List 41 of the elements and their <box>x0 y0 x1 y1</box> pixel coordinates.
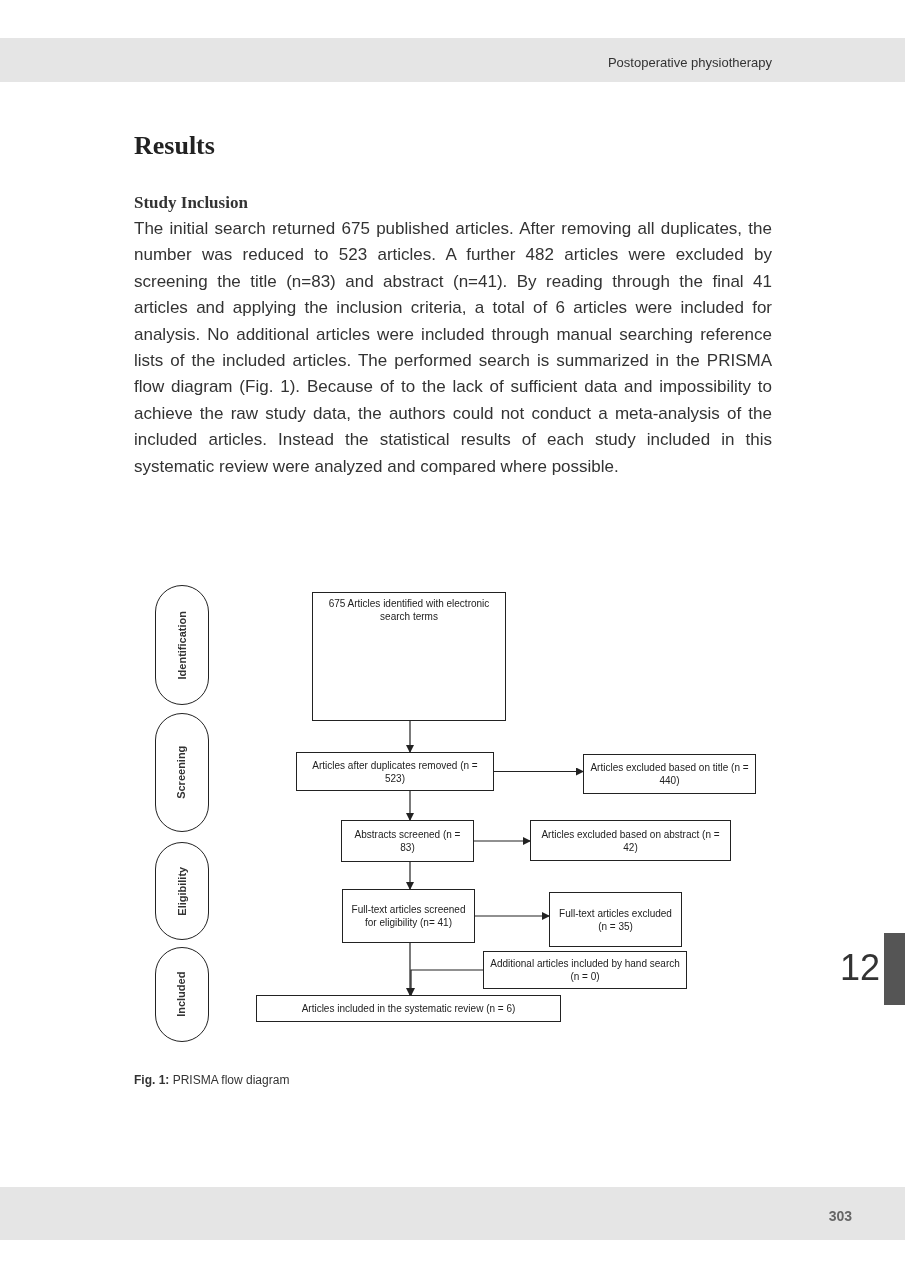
process-box <box>530 820 731 861</box>
body-paragraph: The initial search returned 675 published articles. After removing all duplicates, the number was reduced to 523 articles. A further 482 articles were excluded by screening the title (n=83) and abstract (n=41). By reading through the final 41 articles and applying the inclusion criteria, a total of 6 articles were included for analysis. No additional articles were included through manual searching reference lists of the included articles. The performed search is summarized in the PRISMA flow diagram (Fig. 1). Because of to the lack of sufficient data and impossibility to achieve the raw study data, the authors could not conduct a meta-analysis of the included articles. Instead the statistical results of each study included in this systematic review were analyzed and compared where possible. <box>134 218 772 478</box>
stage-label: Eligibility <box>174 866 189 916</box>
box-text: Additional articles included by hand search (n = 0) <box>489 957 681 983</box>
subsection-heading: Study Inclusion <box>134 192 248 214</box>
arrow <box>406 861 414 890</box>
arrow <box>473 837 531 845</box>
arrow <box>474 912 550 920</box>
figure-caption: Fig. 1: PRISMA flow diagram <box>134 1072 290 1089</box>
process-box <box>342 889 475 943</box>
process-box <box>312 592 506 721</box>
stage-pill <box>155 585 209 705</box>
box-text: Full-text articles screened for eligibility (n= 41) <box>350 903 467 929</box>
box-text: Articles included in the systematic review (n = 6) <box>301 1002 516 1015</box>
process-box <box>256 995 561 1022</box>
box-text: Articles excluded based on abstract (n = 42) <box>540 827 721 854</box>
stage-label: Identification <box>174 610 189 680</box>
process-box <box>296 752 494 791</box>
arrow <box>493 767 584 776</box>
stage-label: Screening <box>174 745 189 800</box>
process-box <box>549 892 682 947</box>
box-text: 675 Articles identified with electronic search terms <box>327 597 491 623</box>
process-box <box>483 951 687 989</box>
process-box <box>583 754 756 794</box>
stage-pill <box>155 842 209 940</box>
box-text: Articles after duplicates removed (n = 523) <box>311 758 479 785</box>
arrow <box>406 720 414 753</box>
chapter-number: 12 <box>840 948 881 988</box>
stage-pill <box>155 947 209 1042</box>
arrow <box>406 942 414 996</box>
page-number: 303 <box>828 1207 852 1226</box>
box-text: Articles excluded based on title (n = 440) <box>589 761 750 787</box>
arrow <box>406 790 414 821</box>
running-header: Postoperative physiotherapy <box>607 54 772 72</box>
box-text: Abstracts screened (n = 83) <box>353 828 462 854</box>
stage-pill <box>155 713 209 832</box>
box-text: Full-text articles excluded (n = 35) <box>558 906 673 933</box>
process-box <box>341 820 474 862</box>
stage-label: Included <box>174 971 189 1018</box>
arrow <box>407 969 484 996</box>
section-heading: Results <box>134 130 215 162</box>
